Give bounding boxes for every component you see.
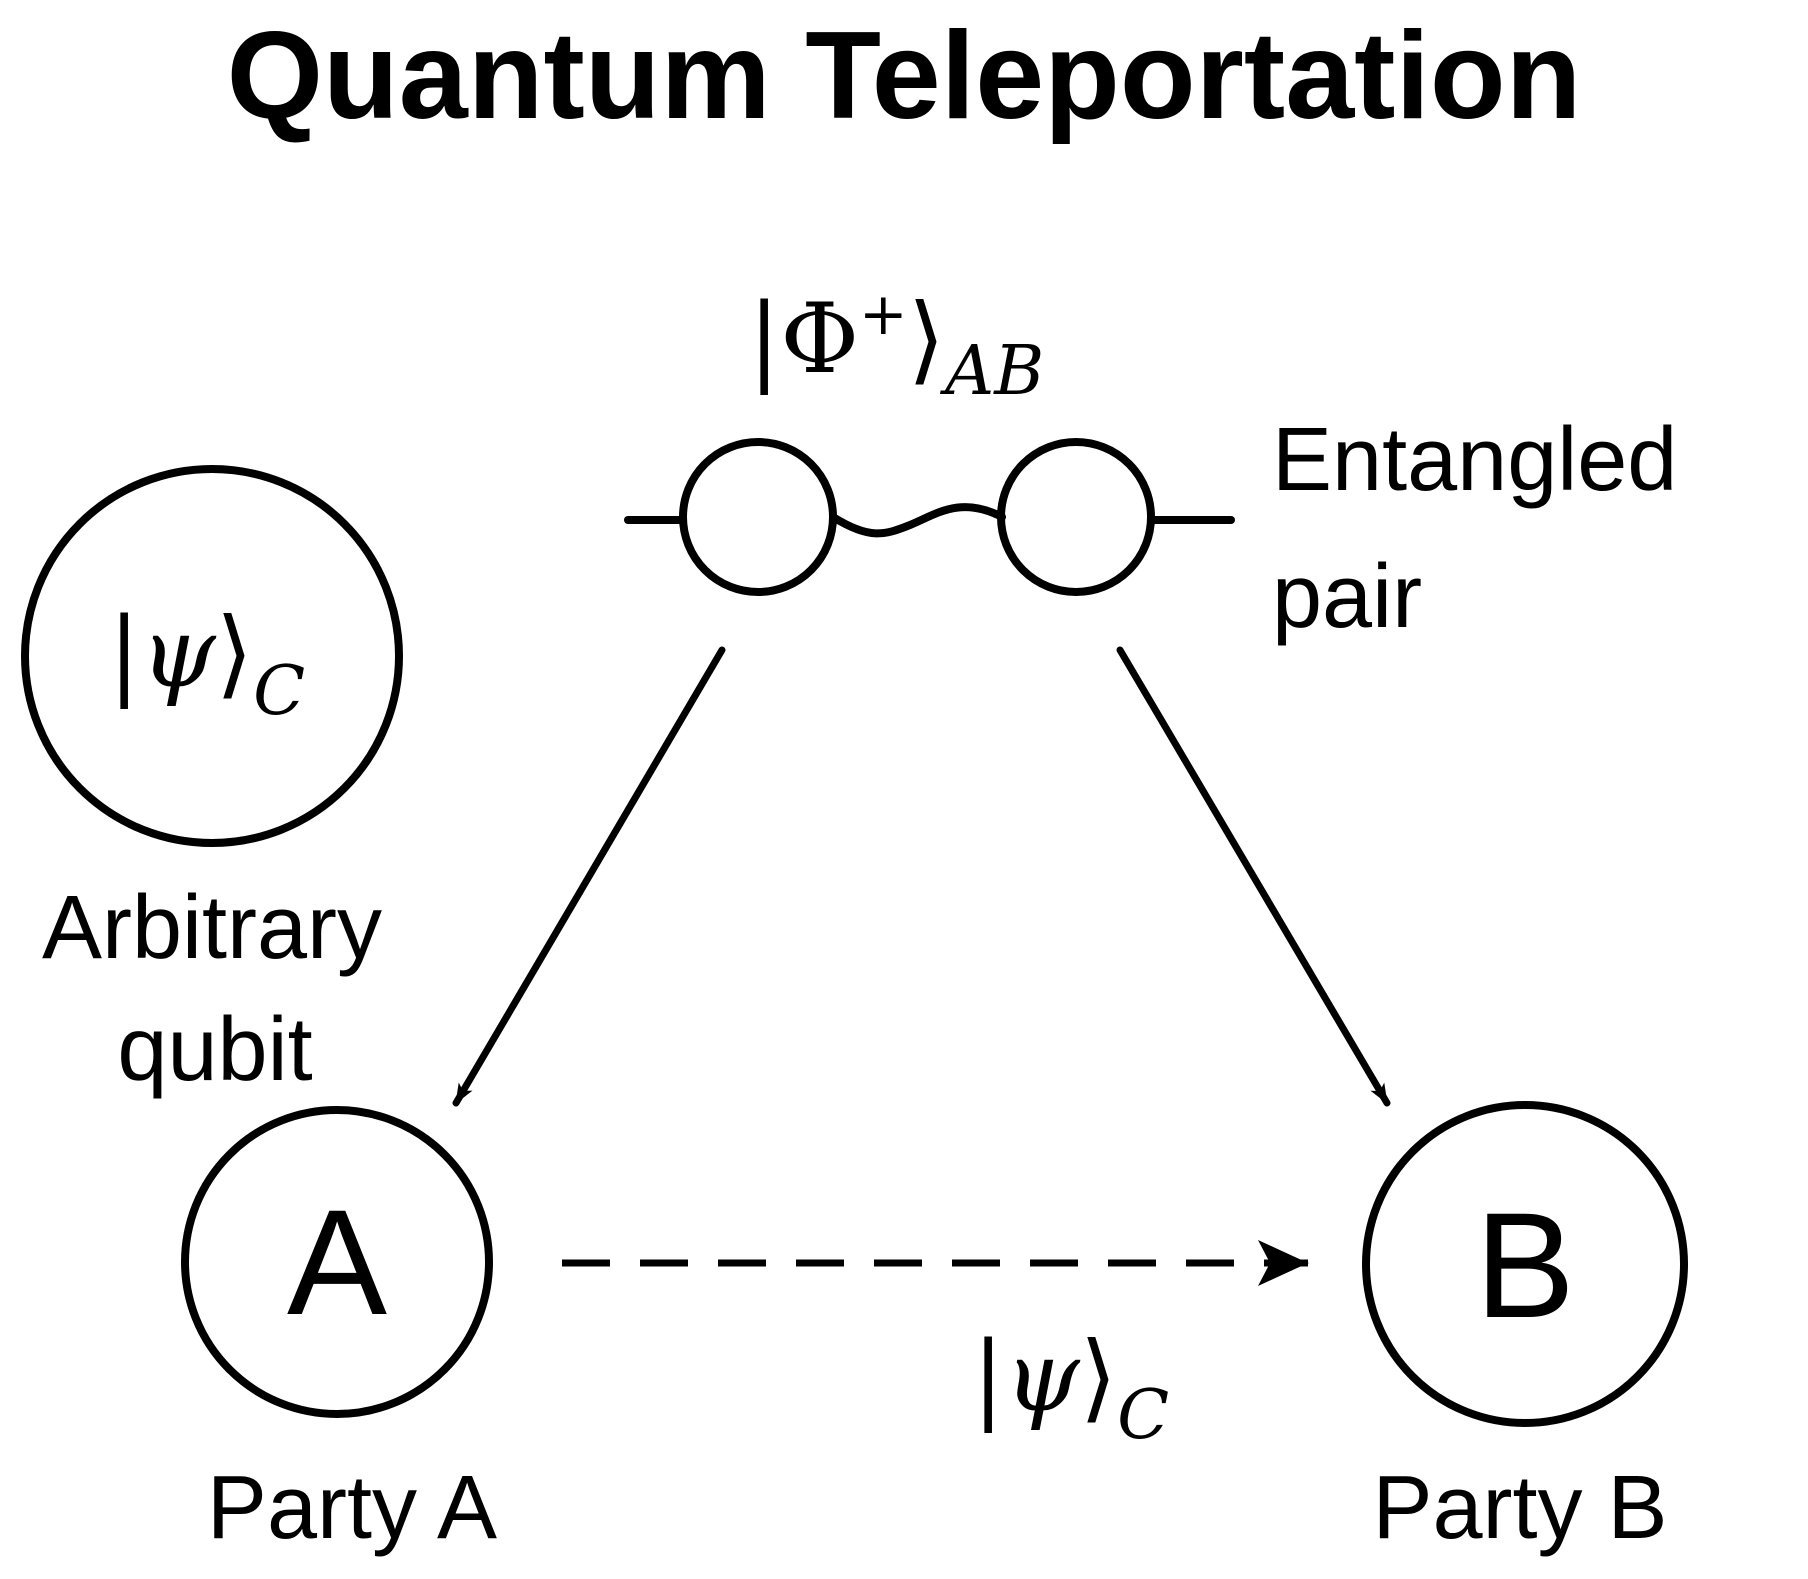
- entangled-pair-label-line1: Entangled: [1272, 410, 1677, 510]
- party-b-label: Party B: [1372, 1458, 1667, 1558]
- entangled-qubit-right: [997, 438, 1155, 596]
- party-a-letter: A: [287, 1178, 387, 1346]
- arrow-pair-to-party-b: [1116, 646, 1391, 1107]
- arbitrary-qubit-symbol: ψ: [140, 597, 217, 709]
- entanglement-wave: [829, 503, 1006, 538]
- ket-angle: ⟩: [1080, 1321, 1117, 1433]
- party-b-letter: B: [1475, 1181, 1575, 1349]
- entangled-qubit-left: [679, 438, 837, 596]
- entangled-pair-label-line2: pair: [1272, 547, 1422, 647]
- entangled-pair-graphic: [624, 438, 1235, 596]
- arbitrary-qubit-circle: [21, 465, 403, 847]
- diagram-title: Quantum Teleportation: [227, 7, 1582, 145]
- ket-bar: |: [972, 1321, 1004, 1433]
- teleported-state-label: |ψ⟩C: [972, 1321, 1169, 1455]
- ket-bar: |: [108, 597, 140, 709]
- ket-angle: ⟩: [908, 283, 945, 395]
- ket-bar: |: [748, 283, 780, 395]
- entangled-state-label: |Φ+⟩AB: [748, 280, 1044, 411]
- entangled-state-symbol: Φ: [780, 283, 859, 395]
- party-a-circle: [181, 1106, 493, 1418]
- arbitrary-qubit-state: |ψ⟩C: [108, 597, 305, 731]
- party-a-label: Party A: [207, 1458, 497, 1558]
- arrow-pair-to-party-a: [452, 646, 726, 1107]
- arbitrary-qubit-label-line2: qubit: [117, 1000, 312, 1100]
- arbitrary-qubit-label-line1: Arbitrary: [42, 878, 382, 978]
- entangled-state-subscript: AB: [939, 332, 1044, 411]
- entangled-state-superscript: +: [859, 280, 908, 348]
- party-b-circle: [1362, 1101, 1688, 1427]
- teleported-state-subscript: C: [1117, 1376, 1169, 1455]
- teleport-arrowhead: [1258, 1240, 1308, 1286]
- ket-angle: ⟩: [216, 597, 253, 709]
- arbitrary-qubit-subscript: C: [253, 652, 305, 731]
- teleported-state-symbol: ψ: [1004, 1321, 1081, 1433]
